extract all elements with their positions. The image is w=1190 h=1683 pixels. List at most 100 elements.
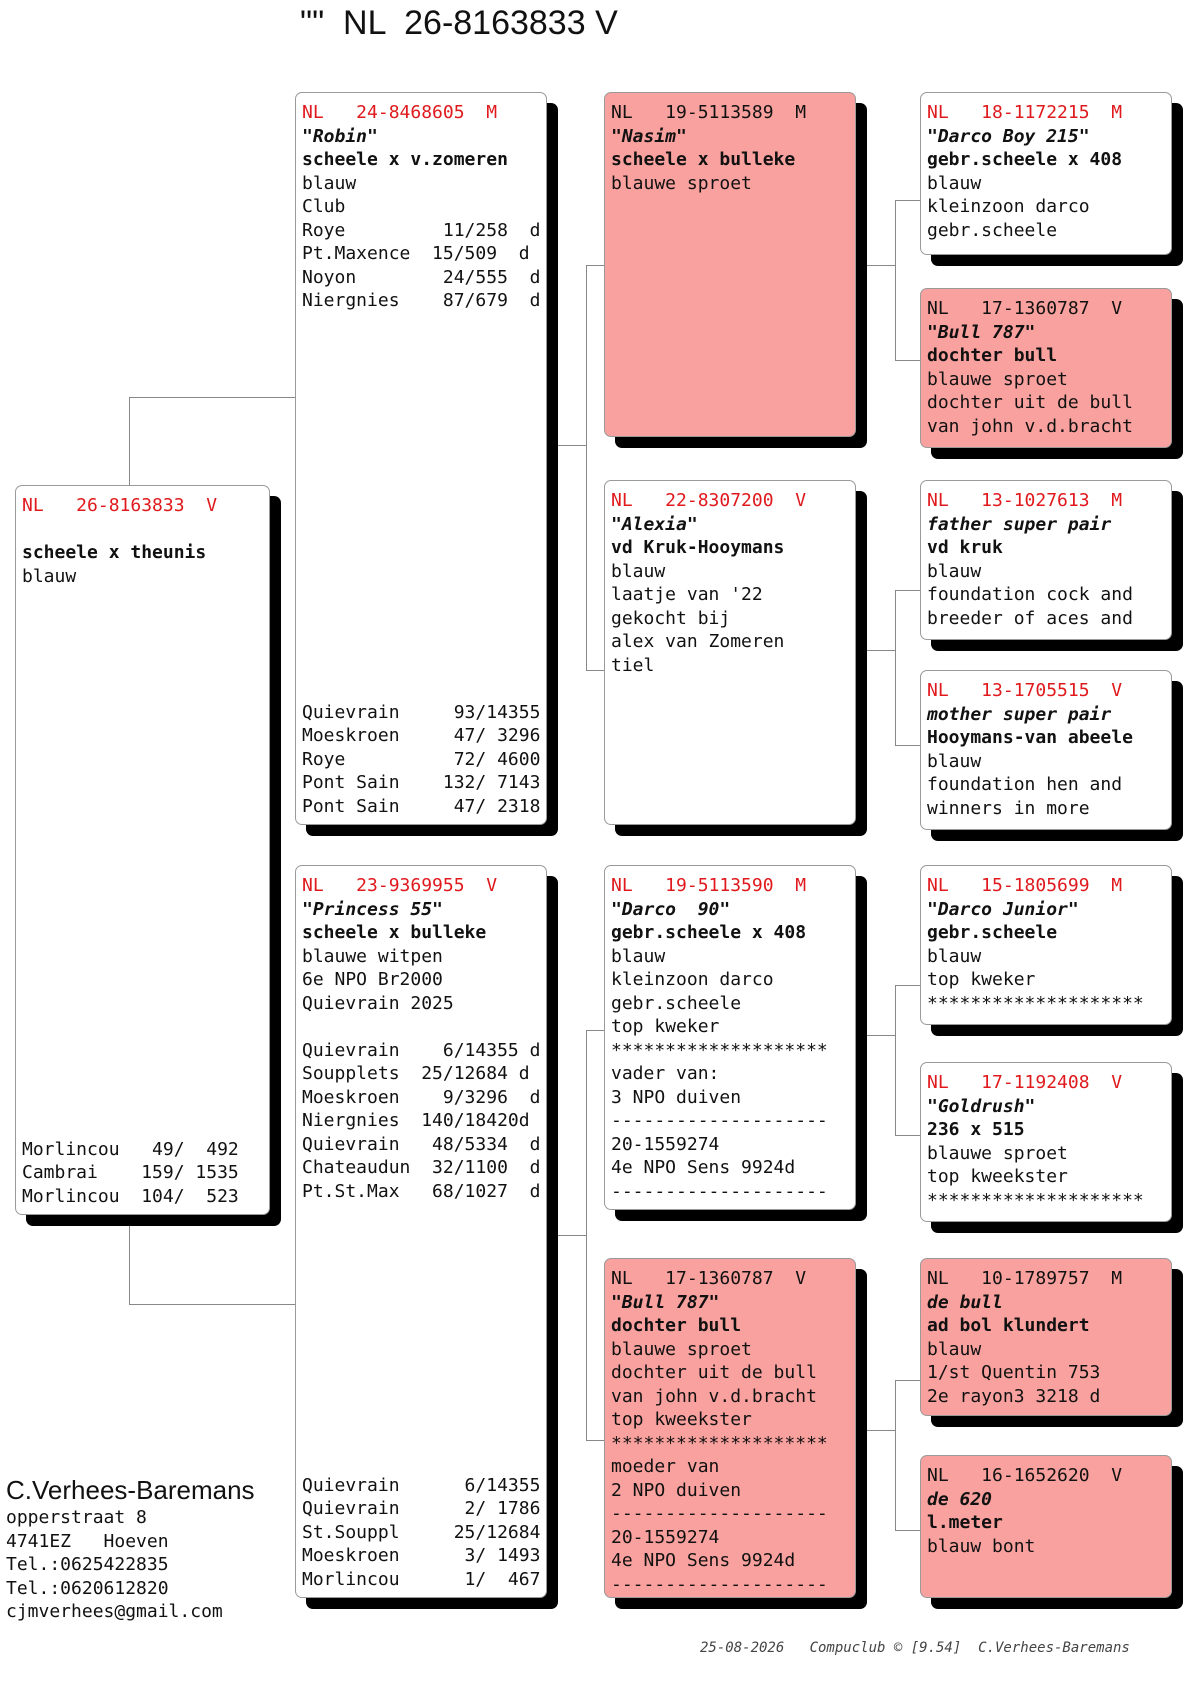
connector-line [556, 445, 586, 446]
info-line: blauwe sproet [927, 368, 1068, 390]
pigeon-card-sire-sire[interactable]: NL 19-5113589 M "Nasim" scheele x bullek… [604, 92, 856, 437]
pigeon-name: "Princess 55" [302, 898, 443, 920]
info-line: 236 x 515 [927, 1119, 1025, 1140]
info-line: Hooymans-van abeele [927, 727, 1133, 748]
pigeon-card-sds[interactable]: NL 13-1027613 M father super pair vd kru… [920, 480, 1172, 640]
pigeon-card-dam[interactable]: NL 23-9369955 V "Princess 55" scheele x … [295, 865, 547, 1598]
info-line: foundation hen and [927, 774, 1123, 795]
pigeon-name: father super pair [927, 513, 1112, 535]
info-line: blauwe sproet [611, 1338, 752, 1360]
connector-line [895, 200, 920, 201]
info-line: foundation cock and [927, 584, 1133, 605]
pigeon-card-sire-dam[interactable]: NL 22-8307200 V "Alexia" vd Kruk-Hooyman… [604, 480, 856, 825]
connector-line [586, 1440, 604, 1441]
info-line: Quievrain 48/5334 d [302, 1133, 541, 1155]
connector-line [129, 397, 295, 398]
info-line: vd kruk [927, 537, 1003, 558]
pigeon-name: "Bull 787" [611, 1291, 720, 1313]
ring-number: NL 19-5113589 M [611, 102, 807, 123]
pigeon-card-dds[interactable]: NL 10-1789757 M de bull ad bol klundert … [920, 1258, 1172, 1416]
info-line: Club [302, 196, 346, 217]
result-line: St.Souppl 25/12684 [302, 1521, 541, 1543]
pigeon-name: "Darco Junior" [927, 898, 1079, 920]
results-list: Quievrain 6/14355 Quievrain 2/ 1786 St.S… [302, 1474, 540, 1592]
info-line: blauw [927, 750, 982, 772]
info-line: scheele x bulleke [302, 922, 487, 943]
info-line: Roye 11/258 d [302, 219, 541, 241]
info-line: blauw [927, 560, 982, 582]
info-line: blauw [927, 1338, 982, 1360]
result-line: Moeskroen 47/ 3296 [302, 725, 541, 746]
result-line: Quievrain 2/ 1786 [302, 1498, 541, 1519]
connector-line [586, 265, 587, 670]
connector-line [895, 1380, 896, 1530]
info-line: blauw bont [927, 1535, 1036, 1557]
info-line: ******************** [927, 992, 1144, 1014]
pigeon-name: de 620 [927, 1488, 993, 1510]
footer-credits: 25-08-2026 Compuclub © [9.54] C.Verhees-… [700, 1640, 1130, 1656]
info-line: Quievrain 6/14355 d [302, 1039, 541, 1061]
info-line: Moeskroen 9/3296 d [302, 1086, 541, 1108]
info-line: 1/st Quentin 753 [927, 1362, 1101, 1383]
info-line: ******************** [611, 1432, 828, 1454]
result-line: Morlincou 104/ 523 [22, 1185, 239, 1207]
pigeon-card-sss[interactable]: NL 18-1172215 M "Darco Boy 215" gebr.sch… [920, 92, 1172, 255]
results-list: Quievrain 93/14355 Moeskroen 47/ 3296 Ro… [302, 701, 540, 819]
ring-number: NL 17-1360787 V [927, 298, 1123, 319]
connector-line [586, 1030, 587, 1440]
info-line: blauwe witpen [302, 945, 443, 967]
owner-email[interactable]: cjmverhees@gmail.com [6, 1601, 223, 1622]
info-line: dochter bull [927, 345, 1058, 366]
info-line [302, 1015, 540, 1039]
owner-address: opperstraat 8 [6, 1507, 147, 1528]
info-line: ad bol klundert [927, 1315, 1090, 1336]
info-line: gebr.scheele [611, 992, 742, 1014]
info-line: van john v.d.bracht [927, 415, 1133, 437]
pigeon-name: "Robin" [302, 125, 378, 147]
info-line: dochter uit de bull [611, 1362, 817, 1383]
info-line: Quievrain 2025 [302, 992, 454, 1014]
info-line: moeder van [611, 1456, 720, 1477]
info-line: blauwe sproet [611, 172, 752, 194]
pigeon-card-dsd[interactable]: NL 17-1192408 V "Goldrush" 236 x 515 bla… [920, 1062, 1172, 1222]
result-line: Morlincou 49/ 492 [22, 1138, 239, 1160]
info-line: -------------------- [611, 1573, 828, 1595]
result-line: Quievrain 6/14355 [302, 1474, 541, 1496]
info-line: Pt.Maxence 15/509 d [302, 243, 530, 264]
info-line: top kweekster [611, 1409, 752, 1430]
pigeon-name: de bull [927, 1291, 1003, 1313]
pigeon-card-dam-sire[interactable]: NL 19-5113590 M "Darco 90" gebr.scheele … [604, 865, 856, 1210]
connector-line [129, 1304, 295, 1305]
page-title: "" NL 26-8163833 V [300, 4, 618, 42]
ring-number: NL 22-8307200 V [611, 490, 807, 511]
connector-line [895, 360, 920, 361]
connector-line [895, 590, 896, 745]
info-line: scheele x bulleke [611, 149, 796, 170]
pigeon-name: "Alexia" [611, 513, 698, 535]
owner-postcode: 4741EZ Hoeven [6, 1530, 169, 1552]
info-line: 3 NPO duiven [611, 1086, 742, 1108]
ring-number: NL 24-8468605 M [302, 102, 498, 123]
pigeon-name: mother super pair [927, 703, 1112, 725]
connector-line [895, 200, 896, 360]
info-line: -------------------- [611, 1110, 828, 1131]
info-line: Noyon 24/555 d [302, 266, 541, 288]
pigeon-card-dam-dam[interactable]: NL 17-1360787 V "Bull 787" dochter bull … [604, 1258, 856, 1598]
connector-line [895, 1530, 920, 1531]
info-line: Niergnies 87/679 d [302, 290, 541, 311]
info-line: breeder of aces and [927, 607, 1133, 629]
pigeon-card-sire[interactable]: NL 24-8468605 M "Robin" scheele x v.zome… [295, 92, 547, 825]
info-line: vd Kruk-Hooymans [611, 537, 785, 558]
info-line: vader van: [611, 1063, 720, 1084]
info-line: 4e NPO Sens 9924d [611, 1157, 796, 1178]
info-line: scheele x v.zomeren [302, 149, 508, 170]
info-line: 2e rayon3 3218 d [927, 1385, 1101, 1407]
pigeon-card-sdd[interactable]: NL 13-1705515 V mother super pair Hooyma… [920, 670, 1172, 830]
pigeon-card-ddd[interactable]: NL 16-1652620 V de 620 l.meter blauw bon… [920, 1455, 1172, 1598]
ring-number: NL 19-5113590 M [611, 875, 807, 896]
pigeon-card-subject[interactable]: NL 26-8163833 V scheele x theunis blauw … [15, 485, 270, 1215]
pigeon-card-dss[interactable]: NL 15-1805699 M "Darco Junior" gebr.sche… [920, 865, 1172, 1025]
pigeon-name: "Nasim" [611, 125, 687, 147]
connector-line [586, 1030, 604, 1031]
pigeon-card-ssd[interactable]: NL 17-1360787 V "Bull 787" dochter bull … [920, 288, 1172, 448]
